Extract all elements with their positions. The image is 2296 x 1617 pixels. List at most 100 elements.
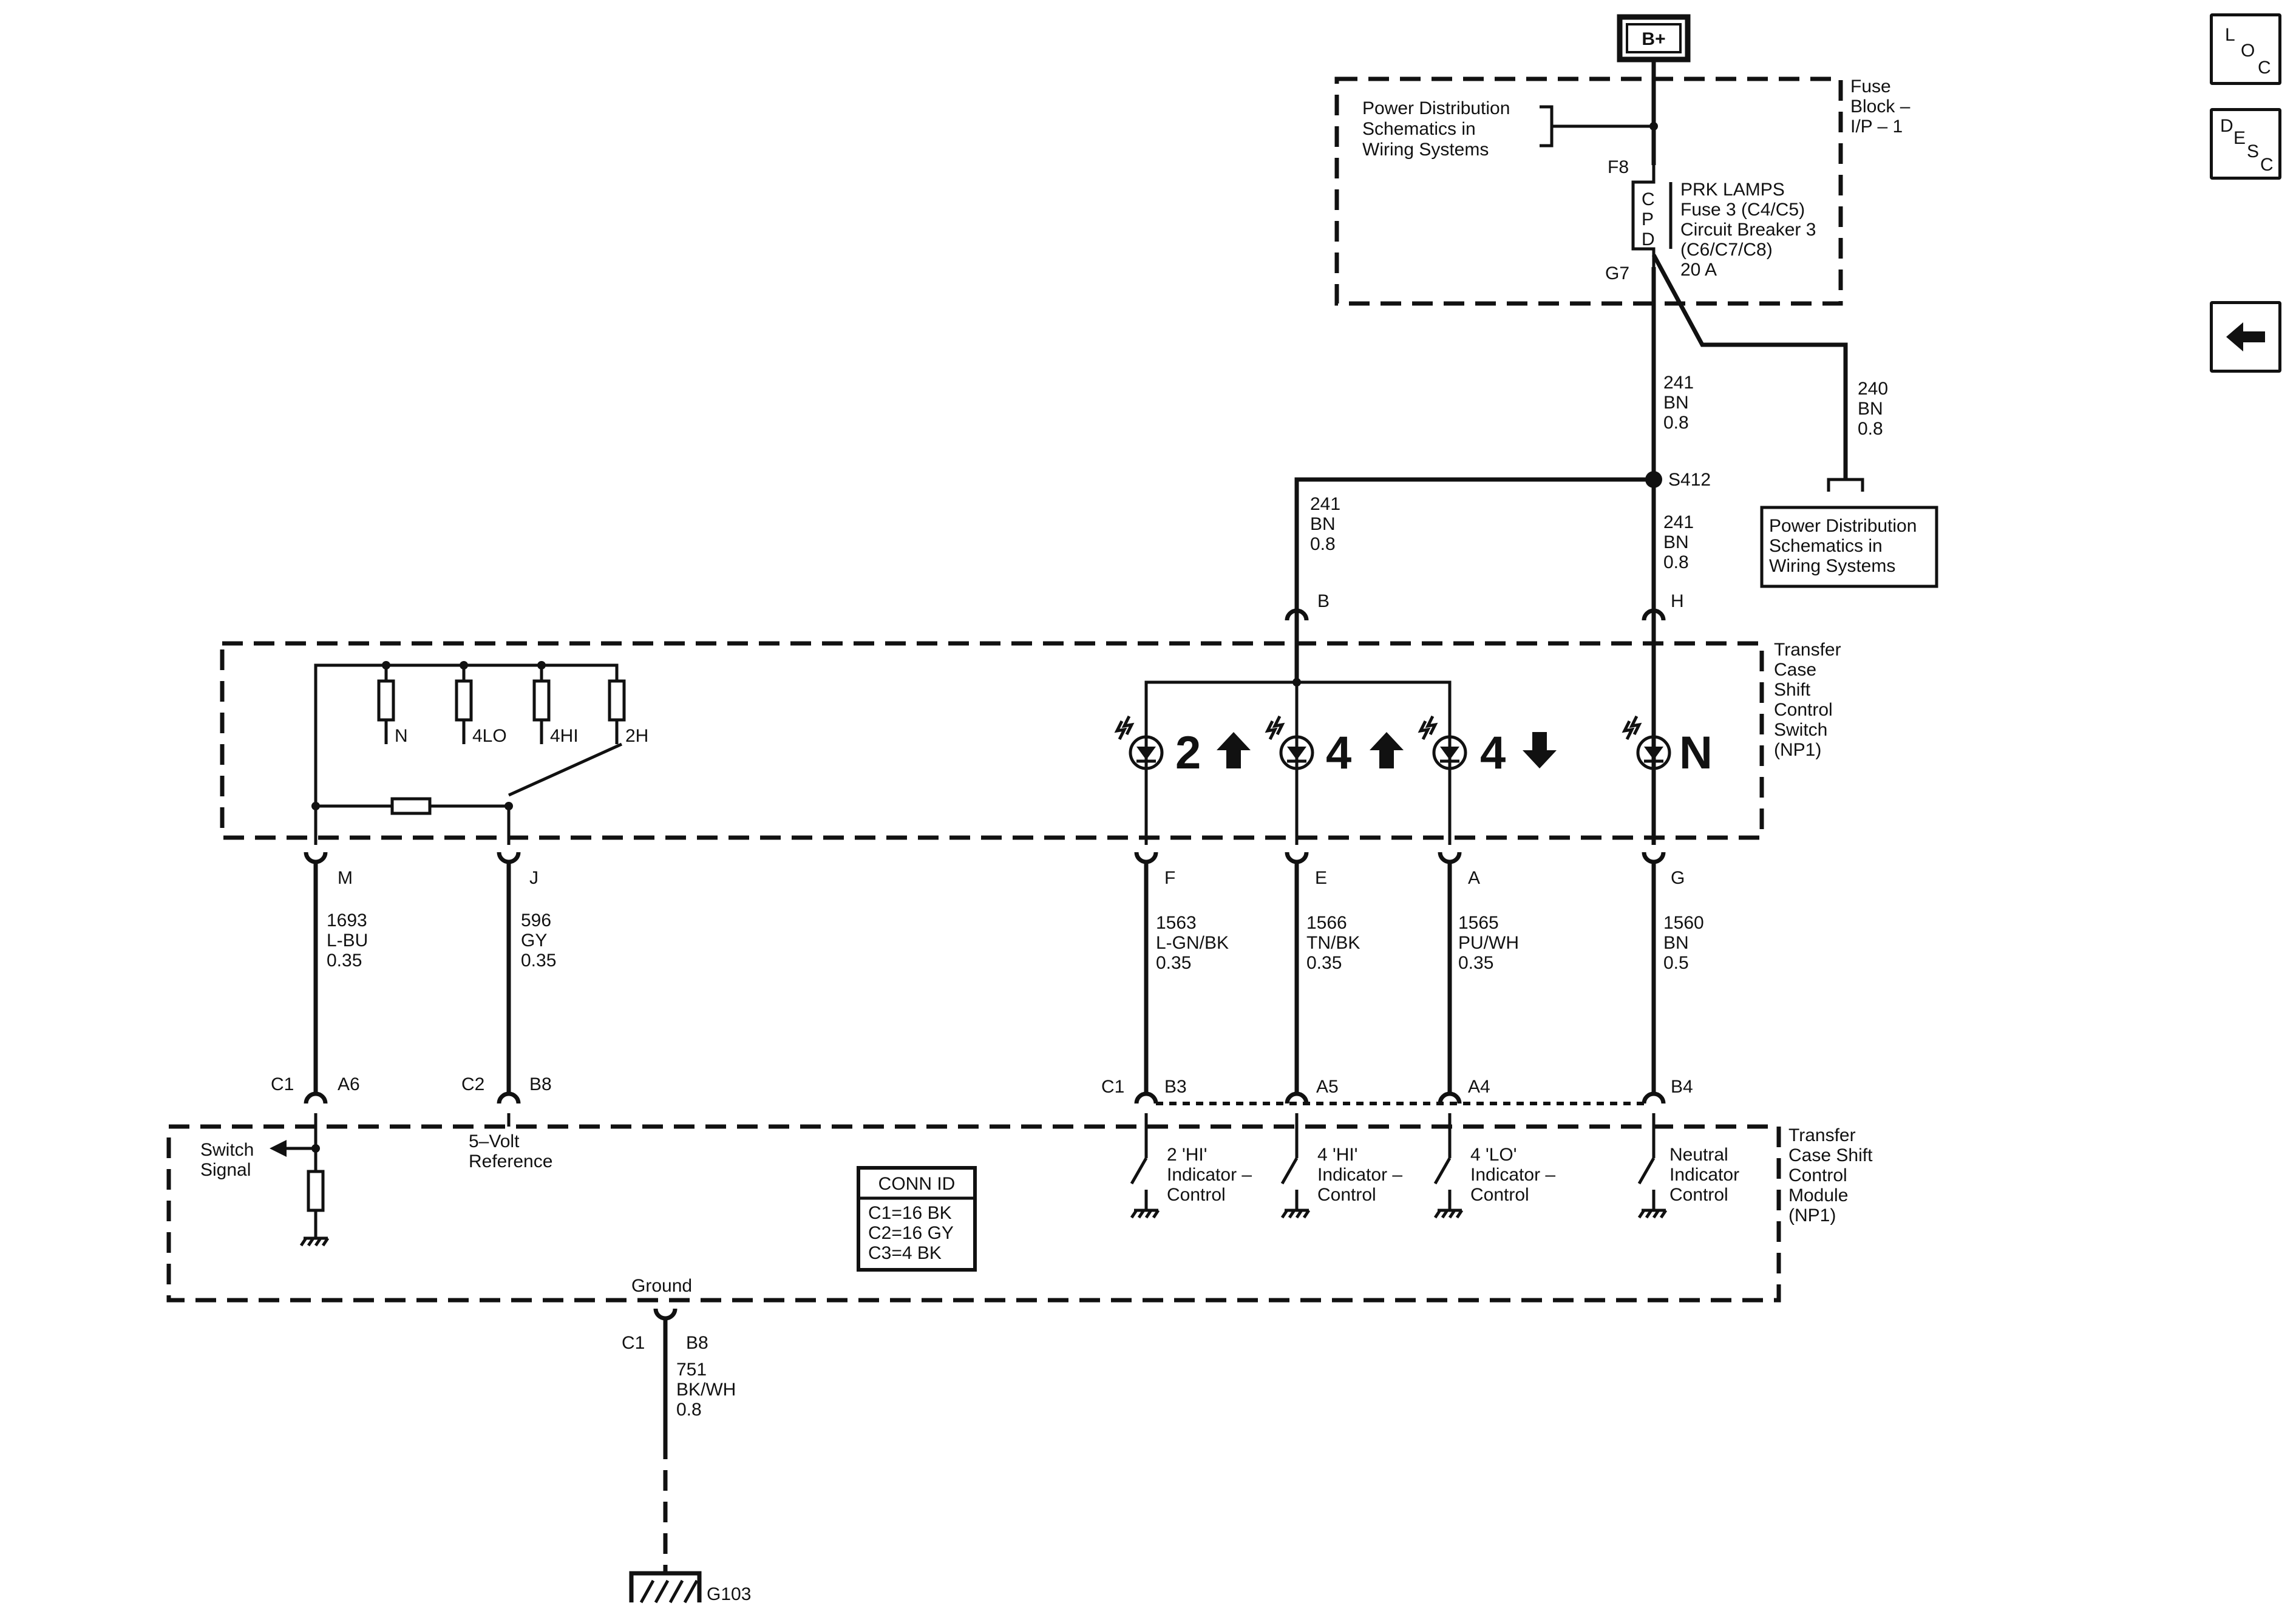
svg-text:BN: BN bbox=[1663, 393, 1689, 413]
svg-text:A4: A4 bbox=[1468, 1077, 1490, 1097]
svg-text:Schematics in: Schematics in bbox=[1769, 536, 1883, 556]
svg-text:241: 241 bbox=[1663, 512, 1694, 532]
svg-text:(NP1): (NP1) bbox=[1788, 1205, 1836, 1225]
svg-text:Power Distribution: Power Distribution bbox=[1362, 98, 1510, 118]
svg-text:0.8: 0.8 bbox=[1663, 552, 1689, 572]
svg-text:0.35: 0.35 bbox=[1306, 953, 1342, 973]
svg-text:G7: G7 bbox=[1605, 263, 1629, 283]
svg-text:F8: F8 bbox=[1608, 157, 1629, 177]
svg-text:Indicator: Indicator bbox=[1669, 1165, 1739, 1185]
led-neutral: N bbox=[1622, 715, 1713, 779]
led-2hi: 2 bbox=[1114, 715, 1251, 779]
svg-text:BN: BN bbox=[1858, 399, 1883, 419]
svg-text:H: H bbox=[1671, 591, 1684, 611]
svg-text:1563: 1563 bbox=[1156, 913, 1197, 933]
wire-241-upper-label: 241 BN 0.8 bbox=[1663, 373, 1694, 433]
svg-text:0.35: 0.35 bbox=[327, 951, 362, 971]
svg-text:A5: A5 bbox=[1316, 1077, 1339, 1097]
svg-text:BN: BN bbox=[1663, 933, 1689, 953]
svg-text:M: M bbox=[338, 868, 353, 888]
svg-text:4 'HI': 4 'HI' bbox=[1317, 1145, 1357, 1165]
svg-text:241: 241 bbox=[1310, 494, 1340, 514]
led-4lo: 4 bbox=[1418, 715, 1557, 779]
svg-text:Transfer: Transfer bbox=[1788, 1125, 1856, 1145]
svg-text:I/P – 1: I/P – 1 bbox=[1850, 117, 1903, 137]
svg-text:B8: B8 bbox=[529, 1074, 552, 1094]
svg-text:1560: 1560 bbox=[1663, 913, 1704, 933]
svg-text:20 A: 20 A bbox=[1680, 260, 1717, 280]
svg-text:751: 751 bbox=[676, 1360, 707, 1380]
svg-text:0.8: 0.8 bbox=[1858, 419, 1883, 439]
svg-text:0.35: 0.35 bbox=[1458, 953, 1493, 973]
svg-text:Case Shift: Case Shift bbox=[1788, 1145, 1873, 1165]
svg-text:Fuse: Fuse bbox=[1850, 76, 1891, 97]
svg-text:N: N bbox=[395, 726, 408, 746]
led-4hi: 4 bbox=[1265, 715, 1404, 779]
svg-text:4 'LO': 4 'LO' bbox=[1470, 1145, 1517, 1165]
svg-text:(NP1): (NP1) bbox=[1774, 740, 1821, 760]
svg-text:Transfer: Transfer bbox=[1774, 640, 1841, 660]
svg-text:Power Distribution: Power Distribution bbox=[1769, 516, 1917, 536]
svg-text:P: P bbox=[1642, 209, 1654, 229]
ind-4lo-number: 4 bbox=[1480, 727, 1506, 779]
bplus-label: B+ bbox=[1642, 29, 1665, 49]
desc-letter-c: C bbox=[2260, 155, 2274, 175]
svg-text:G: G bbox=[1671, 868, 1685, 888]
pds-reference-right: Power Distribution Schematics in Wiring … bbox=[1760, 506, 1938, 588]
svg-text:PRK LAMPS: PRK LAMPS bbox=[1680, 180, 1785, 200]
svg-text:4HI: 4HI bbox=[550, 726, 579, 746]
switch-title: Transfer Case Shift Control Switch (NP1) bbox=[1774, 640, 1841, 760]
svg-text:C1=16 BK: C1=16 BK bbox=[868, 1203, 952, 1223]
svg-text:B8: B8 bbox=[686, 1333, 708, 1353]
svg-text:Indicator –: Indicator – bbox=[1167, 1165, 1252, 1185]
desc-button[interactable]: D E S C bbox=[2210, 108, 2281, 180]
svg-text:1693: 1693 bbox=[327, 910, 367, 931]
fuse-f8: F8 C P D G7 bbox=[1605, 157, 1673, 283]
svg-text:Reference: Reference bbox=[469, 1151, 552, 1171]
svg-text:2H: 2H bbox=[625, 726, 648, 746]
svg-text:Fuse 3 (C4/C5): Fuse 3 (C4/C5) bbox=[1680, 200, 1805, 220]
svg-text:596: 596 bbox=[521, 910, 551, 931]
back-button[interactable] bbox=[2210, 301, 2281, 373]
svg-text:CONN ID: CONN ID bbox=[878, 1174, 956, 1194]
svg-text:GY: GY bbox=[521, 931, 547, 951]
loc-letter-l: L bbox=[2225, 25, 2235, 45]
svg-text:BK/WH: BK/WH bbox=[676, 1380, 736, 1400]
wire-240-label: 240 BN 0.8 bbox=[1858, 379, 1888, 439]
svg-text:C2=16 GY: C2=16 GY bbox=[868, 1223, 954, 1243]
fuse-block-label: Fuse Block – I/P – 1 bbox=[1850, 76, 1911, 137]
svg-text:BN: BN bbox=[1663, 532, 1689, 552]
svg-text:Control: Control bbox=[1317, 1185, 1376, 1205]
svg-text:Signal: Signal bbox=[200, 1160, 251, 1180]
bplus-terminal: B+ bbox=[1617, 14, 1691, 63]
svg-text:Schematics in: Schematics in bbox=[1362, 119, 1476, 139]
desc-letter-s: S bbox=[2247, 141, 2260, 161]
svg-text:Switch: Switch bbox=[1774, 720, 1827, 740]
svg-text:D: D bbox=[1642, 229, 1655, 249]
svg-text:J: J bbox=[529, 868, 538, 888]
svg-text:5–Volt: 5–Volt bbox=[469, 1131, 520, 1151]
svg-text:B3: B3 bbox=[1164, 1077, 1187, 1097]
loc-letter-c: C bbox=[2258, 58, 2271, 78]
module-title: Transfer Case Shift Control Module (NP1) bbox=[1788, 1125, 1873, 1225]
svg-text:Wiring Systems: Wiring Systems bbox=[1769, 556, 1895, 576]
svg-text:Module: Module bbox=[1788, 1185, 1848, 1205]
svg-text:Ground: Ground bbox=[631, 1276, 692, 1296]
svg-text:L-GN/BK: L-GN/BK bbox=[1156, 933, 1229, 953]
ind-4hi-number: 4 bbox=[1326, 727, 1351, 779]
svg-text:241: 241 bbox=[1663, 373, 1694, 393]
svg-text:Circuit Breaker 3: Circuit Breaker 3 bbox=[1680, 220, 1816, 240]
svg-text:L-BU: L-BU bbox=[327, 931, 368, 951]
svg-text:F: F bbox=[1164, 868, 1175, 888]
loc-button[interactable]: L O C bbox=[2210, 13, 2281, 85]
svg-text:C1: C1 bbox=[622, 1333, 645, 1353]
up-arrow-icon bbox=[1370, 732, 1404, 768]
mode-resistor-ladder: N 4LO 4HI 2H bbox=[311, 661, 648, 845]
svg-text:C2: C2 bbox=[461, 1074, 484, 1094]
svg-text:1565: 1565 bbox=[1458, 913, 1499, 933]
svg-text:Shift: Shift bbox=[1774, 680, 1811, 700]
svg-text:240: 240 bbox=[1858, 379, 1888, 399]
svg-text:Indicator –: Indicator – bbox=[1470, 1165, 1555, 1185]
svg-text:Neutral: Neutral bbox=[1669, 1145, 1728, 1165]
svg-text:0.5: 0.5 bbox=[1663, 953, 1689, 973]
